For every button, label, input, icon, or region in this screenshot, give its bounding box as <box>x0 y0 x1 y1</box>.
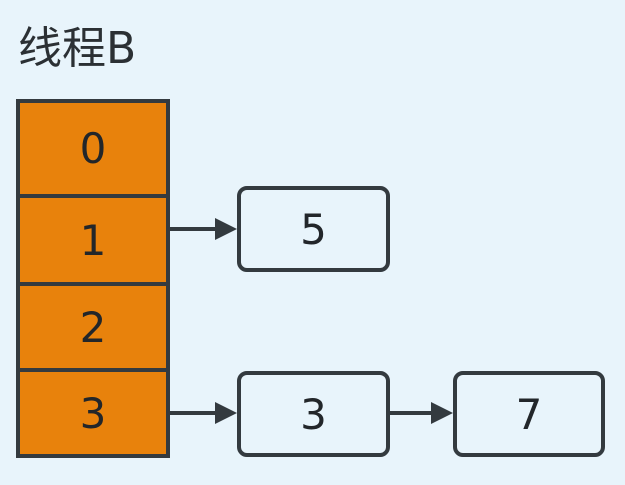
node-label: 3 <box>300 389 327 439</box>
arrow-head <box>215 218 237 240</box>
diagram-title: 线程B <box>18 23 137 74</box>
node-5[interactable]: 5 <box>237 186 390 272</box>
node-7[interactable]: 7 <box>453 371 605 457</box>
node-3[interactable]: 3 <box>237 371 390 457</box>
array-cell-2[interactable]: 2 <box>20 282 166 369</box>
arrow-shaft <box>170 227 216 231</box>
arrow-head <box>431 402 453 424</box>
node-label: 7 <box>515 389 543 439</box>
arrow-shaft <box>390 411 432 415</box>
node-label: 5 <box>300 204 327 254</box>
arrow-head <box>215 402 237 424</box>
array-cell-label: 3 <box>79 388 107 438</box>
array-cell-0[interactable]: 0 <box>20 103 166 194</box>
bucket-array: 0 1 2 3 <box>16 99 170 458</box>
array-cell-label: 2 <box>79 302 107 352</box>
array-cell-1[interactable]: 1 <box>20 193 166 283</box>
array-cell-label: 1 <box>79 215 107 265</box>
arrow-shaft <box>170 411 216 415</box>
array-cell-3[interactable]: 3 <box>20 368 166 455</box>
array-cell-label: 0 <box>79 123 107 173</box>
